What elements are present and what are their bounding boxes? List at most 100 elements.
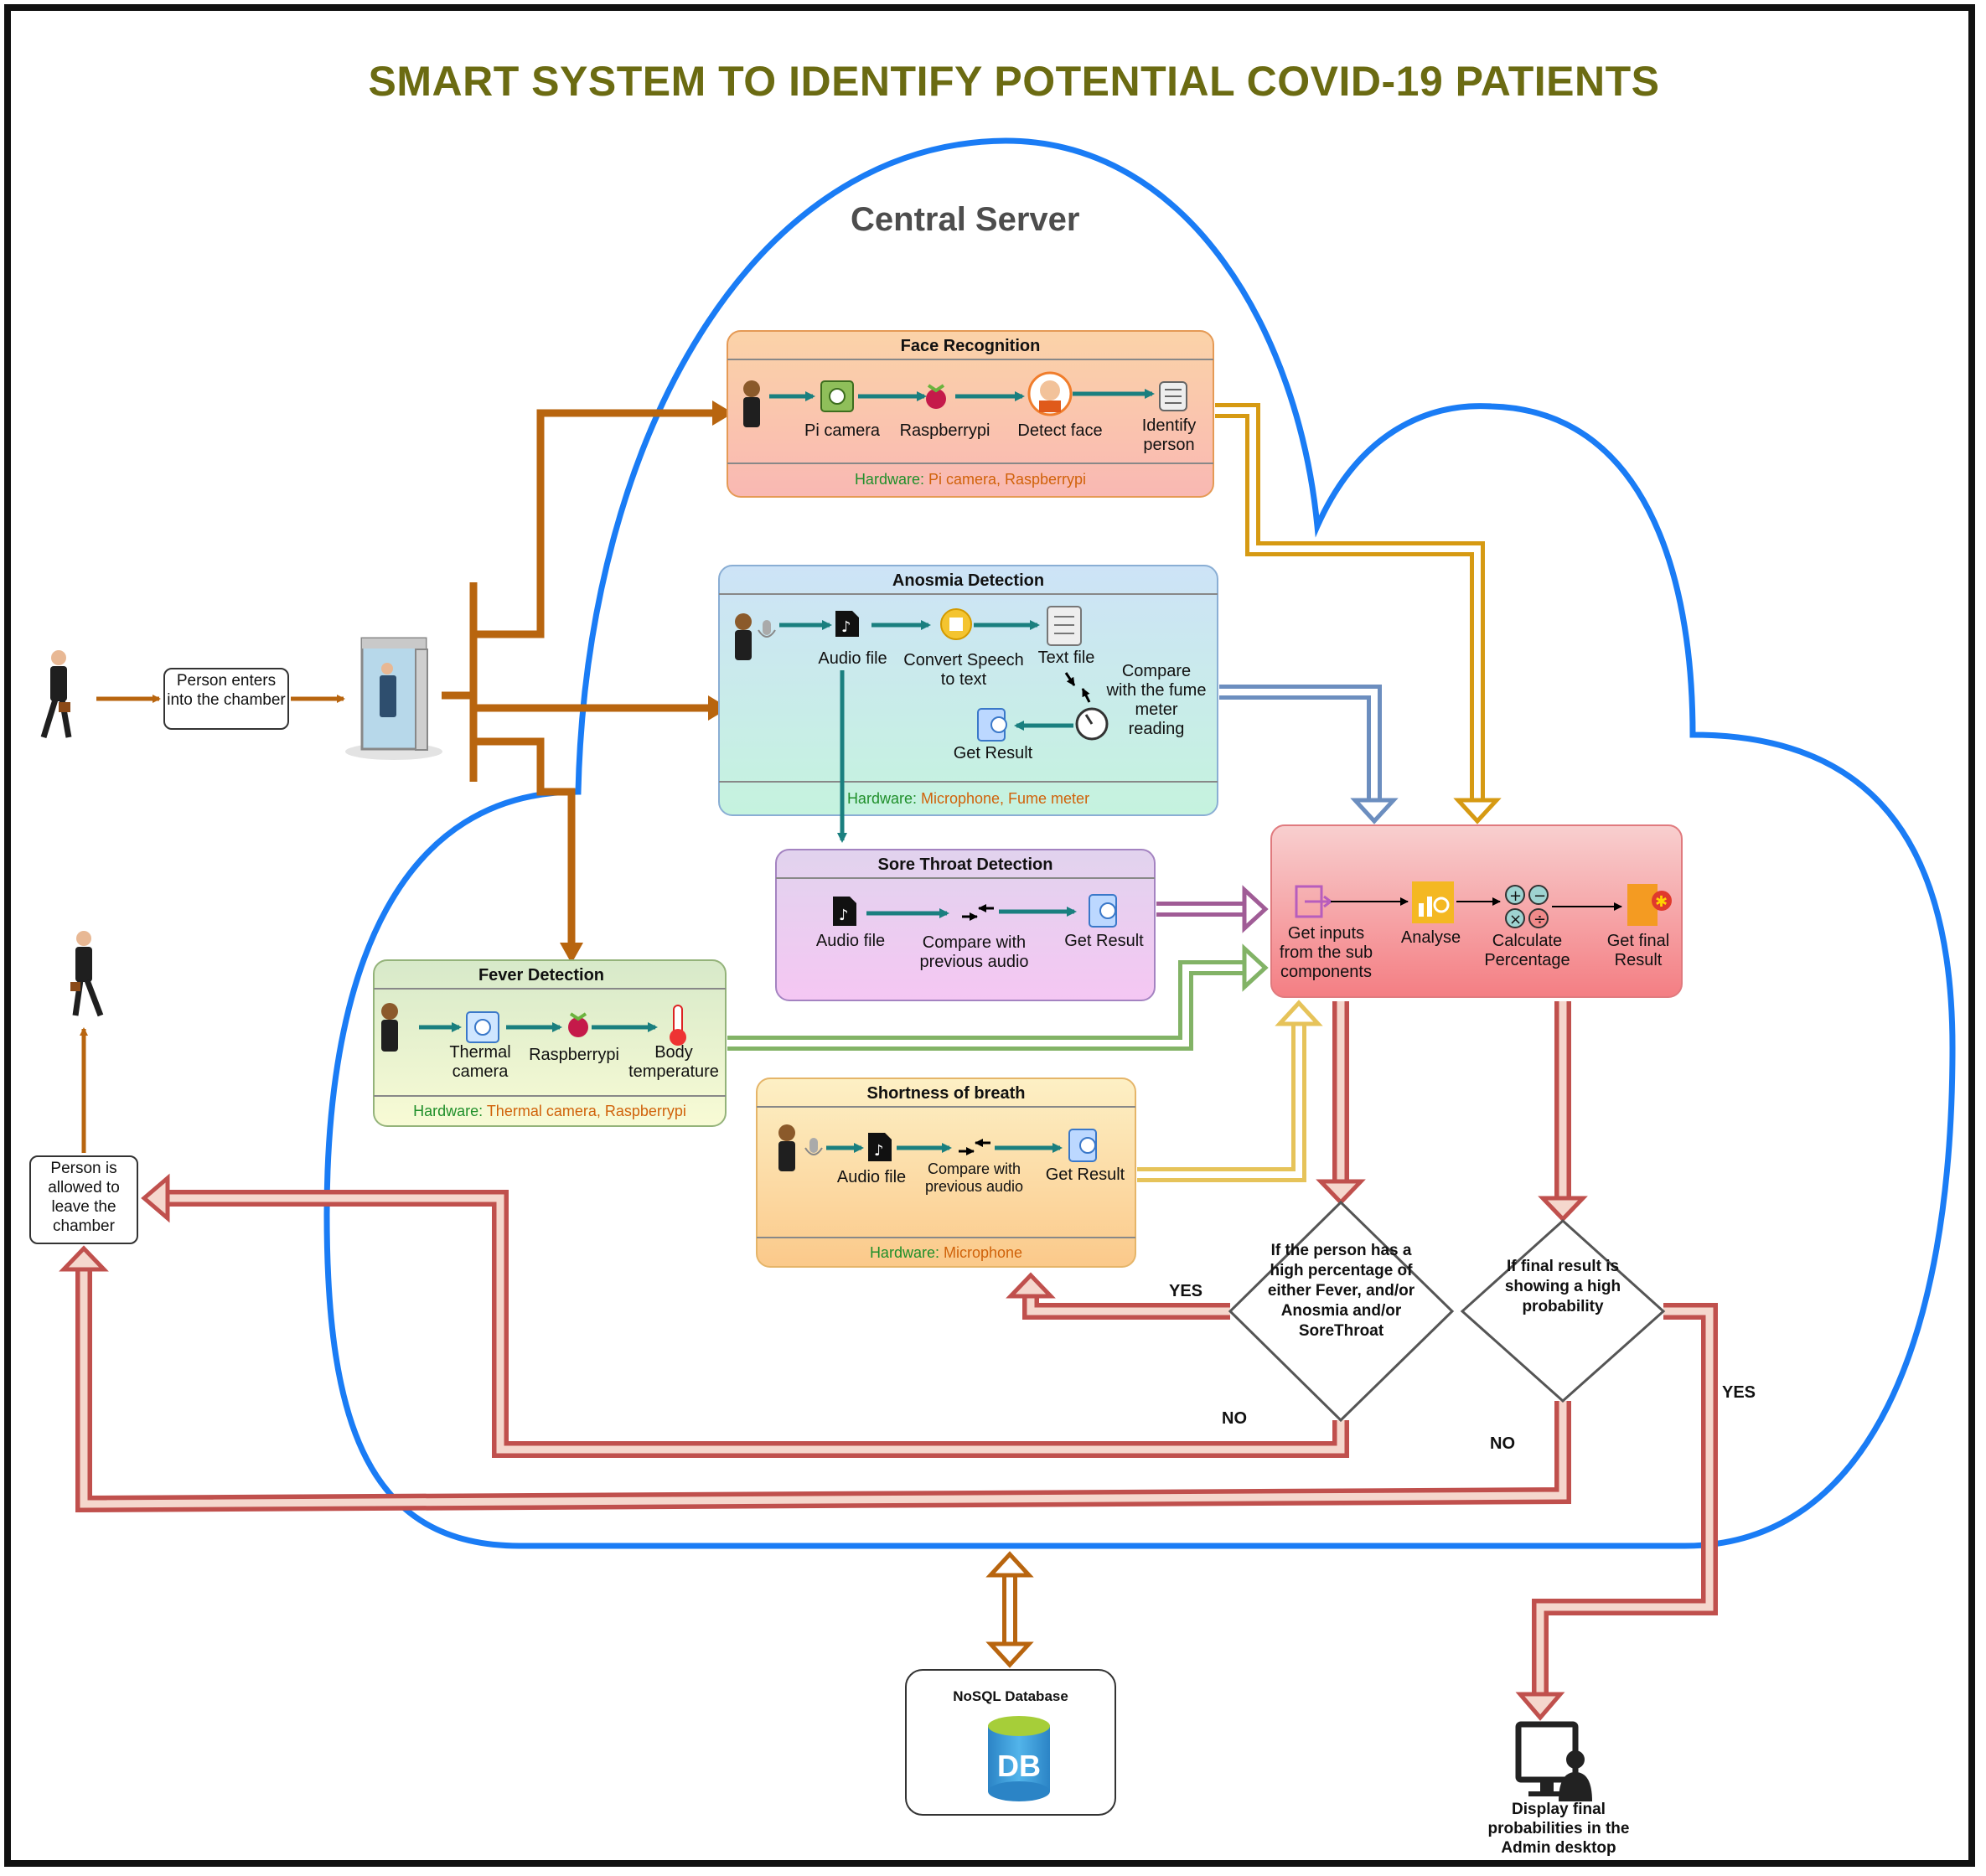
- breath-result-icon: [1068, 1129, 1097, 1162]
- fever-raspberrypi-icon: [568, 1012, 588, 1037]
- anosmia-convert-speech: Convert Speech to text: [903, 651, 1024, 689]
- breath-compare: Compare with previous audio: [924, 1160, 1024, 1195]
- fever-box-bg: [373, 959, 727, 1127]
- fever-to-analysis-arrow: [727, 943, 1269, 1051]
- person-entering-icon: [40, 650, 72, 739]
- svg-text:÷: ÷: [1533, 911, 1546, 928]
- svg-text:♪: ♪: [841, 618, 851, 636]
- decision2-text: If final result is showing a high probab…: [1504, 1258, 1621, 1315]
- face-box-bg: [727, 330, 1214, 498]
- detect-face-icon: [1027, 371, 1073, 416]
- calculate-icon: +− × ÷: [1505, 885, 1549, 928]
- anosmia-hardware: Hardware: Microphone, Fume meter: [846, 790, 1090, 807]
- text-file-icon: [1047, 606, 1082, 646]
- diagram-frame: [4, 4, 1975, 1867]
- svg-text:+: +: [1509, 887, 1522, 905]
- fever-step-body-temperature: Body temperature: [628, 1043, 719, 1081]
- admin-desktop-label: Display final probabilities in the Admin…: [1487, 1801, 1630, 1857]
- breath-hardware: Hardware: Microphone: [869, 1244, 1023, 1261]
- decision2-yes-label: YES: [1722, 1383, 1756, 1402]
- face-step-identify-person: Identify person: [1141, 416, 1197, 454]
- decision1-text: If the person has a high percentage of e…: [1267, 1242, 1415, 1340]
- sore-to-analysis-arrow: [1156, 885, 1269, 933]
- decision1-diamond: [1228, 1200, 1455, 1423]
- sore-audio-file-icon: ♪: [833, 897, 856, 926]
- anosmia-title: Anosmia Detection: [892, 571, 1045, 590]
- analysis-to-decision1-arrow: [1316, 1001, 1366, 1206]
- svg-text:✱: ✱: [1655, 893, 1668, 911]
- sore-compare-icon: [962, 904, 994, 921]
- compare-arrows-icon: [1064, 672, 1091, 703]
- decision1-no-label: NO: [1222, 1409, 1247, 1428]
- fever-hardware: Hardware: Thermal camera, Raspberrypi: [413, 1103, 686, 1119]
- breath-person-icon: [778, 1124, 795, 1171]
- distribution-lines: [442, 409, 712, 947]
- thermal-camera-icon: [466, 1011, 499, 1043]
- sore-throat-title: Sore Throat Detection: [877, 855, 1053, 874]
- server-database-arrow: [985, 1551, 1034, 1668]
- decision1-yes-label: YES: [1169, 1282, 1203, 1300]
- person-leaving-icon: [70, 931, 104, 1017]
- final-result-icon: ✱: [1627, 884, 1672, 926]
- admin-desktop-icon: [1515, 1721, 1592, 1801]
- fever-person-icon: [381, 1003, 398, 1052]
- pi-camera-icon: [820, 380, 854, 412]
- svg-text:♪: ♪: [839, 907, 849, 924]
- sore-compare: Compare with previous audio: [919, 933, 1029, 971]
- leave-chamber-note: Person is allowed to leave the chamber: [29, 1155, 138, 1244]
- breath-audio-file-icon: ♪: [868, 1133, 892, 1161]
- analysis-calculate: Calculate Percentage: [1484, 932, 1570, 969]
- analysis-box-bg: [1270, 824, 1683, 998]
- enters-chamber-note: Person enters into the chamber: [163, 668, 289, 730]
- database-icon: [988, 1716, 1050, 1801]
- decision2-diamond: [1460, 1218, 1666, 1403]
- chamber-icon: [345, 637, 442, 760]
- face-person-icon: [743, 380, 760, 427]
- face-step-detect-face: Detect face: [1017, 421, 1103, 440]
- central-server-label: Central Server: [851, 201, 1080, 238]
- svg-text:−: −: [1533, 887, 1546, 905]
- identify-person-icon: [1159, 381, 1187, 411]
- speech-to-text-icon: [940, 608, 972, 640]
- analyse-icon: [1412, 881, 1454, 923]
- breath-compare-icon: [959, 1139, 990, 1155]
- decision2-no-label: NO: [1490, 1434, 1515, 1453]
- fever-step-raspberrypi: Raspberrypi: [529, 1046, 619, 1064]
- sore-get-result: Get Result: [1064, 932, 1144, 950]
- face-step-pi-camera: Pi camera: [804, 421, 881, 440]
- analysis-analyse: Analyse: [1400, 928, 1461, 947]
- decision1-yes-arrow: [1006, 1272, 1230, 1320]
- breath-get-result: Get Result: [1045, 1165, 1125, 1184]
- anosmia-person-icon: [735, 613, 752, 660]
- analysis-get-inputs: Get inputs from the sub components: [1279, 924, 1373, 981]
- breath-box-bg: [756, 1078, 1136, 1268]
- face-step-raspberrypi: Raspberrypi: [899, 421, 990, 440]
- thermometer-icon: [670, 1005, 686, 1046]
- anosmia-get-result: Get Result: [953, 744, 1033, 762]
- face-to-analysis-arrow: [1215, 403, 1502, 824]
- svg-text:♪: ♪: [874, 1142, 884, 1160]
- anosmia-audio-file: Audio file: [818, 649, 887, 668]
- microphone-icon: [758, 620, 776, 638]
- decision1-no-arrow: [141, 1173, 1349, 1458]
- central-server-cloud: [323, 137, 1956, 1549]
- face-recognition-title: Face Recognition: [900, 337, 1041, 355]
- face-hardware: Hardware: Pi camera, Raspberrypi: [854, 471, 1087, 488]
- decision2-yes-arrow: [1515, 1303, 1718, 1721]
- raspberrypi-icon: [926, 384, 946, 409]
- fever-title: Fever Detection: [478, 966, 605, 985]
- page-title: SMART SYSTEM TO IDENTIFY POTENTIAL COVID…: [368, 58, 1660, 105]
- box-dividers: [374, 359, 1218, 1238]
- fever-step-thermal-camera: Thermal camera: [449, 1043, 511, 1081]
- analysis-final-result: Get final Result: [1606, 932, 1670, 969]
- breath-to-analysis-arrow: [1137, 1000, 1323, 1182]
- anosmia-text-file: Text file: [1037, 649, 1095, 667]
- svg-text:×: ×: [1509, 911, 1522, 928]
- analysis-to-decision2-arrow: [1538, 1001, 1588, 1222]
- sore-result-icon: [1089, 894, 1117, 928]
- anosmia-result-icon: [977, 708, 1007, 742]
- breath-title: Shortness of breath: [866, 1084, 1026, 1103]
- database-icon-text: DB: [997, 1749, 1041, 1783]
- fume-meter-icon: [1075, 707, 1109, 741]
